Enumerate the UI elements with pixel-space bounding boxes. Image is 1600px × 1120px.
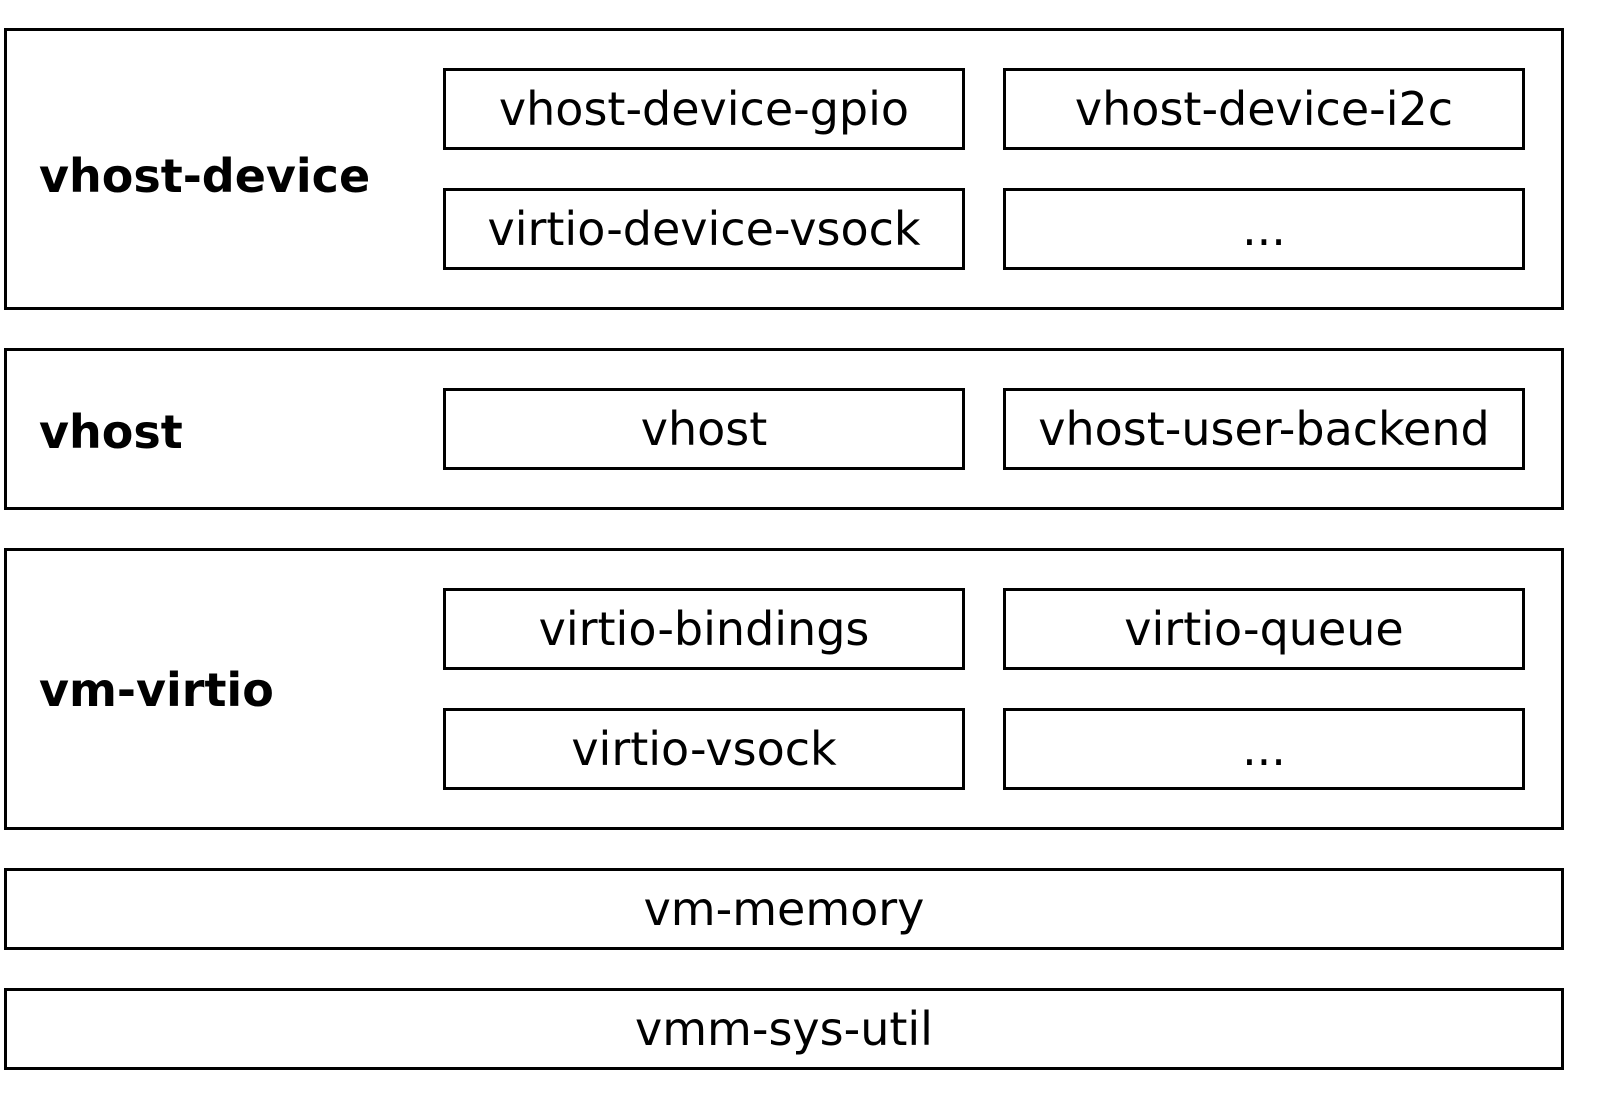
crate-virtio-vsock: virtio-vsock bbox=[443, 708, 965, 790]
crate-virtio-device-vsock: virtio-device-vsock bbox=[443, 188, 965, 270]
crate-more-vm-virtio: ... bbox=[1003, 708, 1525, 790]
layer-vhost-device: vhost-device vhost-device-gpio vhost-dev… bbox=[4, 28, 1564, 310]
crate-virtio-bindings: virtio-bindings bbox=[443, 588, 965, 670]
layer-vmm-sys-util: vmm-sys-util bbox=[4, 988, 1564, 1070]
layer-title-vhost-device: vhost-device bbox=[39, 149, 371, 203]
layer-title-vhost: vhost bbox=[39, 405, 183, 459]
layer-label-vmm-sys-util: vmm-sys-util bbox=[635, 1002, 933, 1056]
crate-more-vhost-device: ... bbox=[1003, 188, 1525, 270]
layer-label-vm-memory: vm-memory bbox=[643, 882, 925, 936]
crate-vhost-user-backend: vhost-user-backend bbox=[1003, 388, 1525, 470]
layer-vhost: vhost vhost vhost-user-backend bbox=[4, 348, 1564, 510]
layer-title-vm-virtio: vm-virtio bbox=[39, 663, 274, 717]
crate-vhost: vhost bbox=[443, 388, 965, 470]
crate-vhost-device-gpio: vhost-device-gpio bbox=[443, 68, 965, 150]
layer-vm-virtio: vm-virtio virtio-bindings virtio-queue v… bbox=[4, 548, 1564, 830]
crate-virtio-queue: virtio-queue bbox=[1003, 588, 1525, 670]
crate-vhost-device-i2c: vhost-device-i2c bbox=[1003, 68, 1525, 150]
layer-vm-memory: vm-memory bbox=[4, 868, 1564, 950]
